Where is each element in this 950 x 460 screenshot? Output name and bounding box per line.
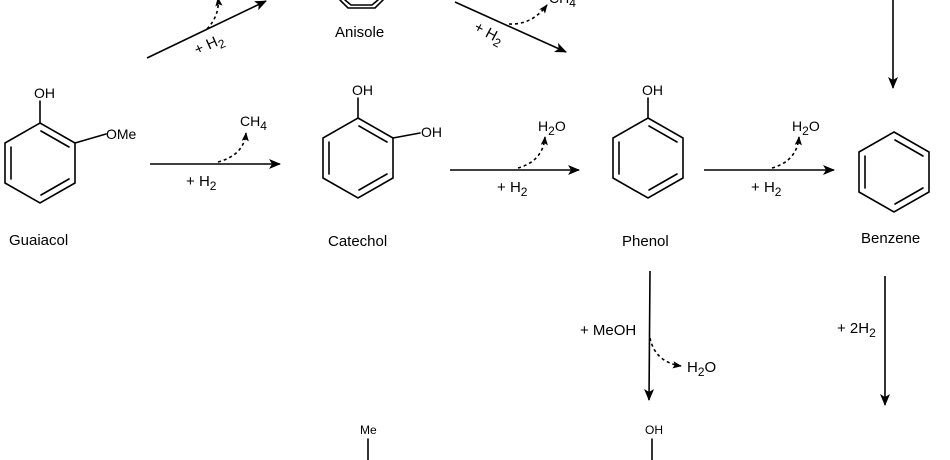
reagent-2h2: + 2H2 — [837, 320, 876, 340]
guaiacol-oh: OH — [34, 85, 55, 101]
methane-label: CH4 — [240, 113, 267, 133]
arrow-catechol-to-phenol: H2O + H2 — [450, 118, 580, 199]
catechol-oh-top: OH — [352, 82, 373, 98]
anisole-fragment — [339, 0, 384, 9]
catechol-oh-right: OH — [421, 124, 442, 140]
guaiacol-label: Guaiacol — [9, 232, 68, 249]
phenol-label: Phenol — [622, 233, 669, 250]
water-label-1: H2O — [538, 118, 566, 138]
bottom-oh-label: OH — [645, 423, 663, 437]
catechol-label: Catechol — [328, 233, 387, 250]
benzene-structure — [858, 131, 930, 213]
guaiacol-ome: OMe — [106, 126, 137, 142]
arrow-phenol-methylation: + MeOH H2O — [580, 270, 716, 401]
methane-label-top: CH4 — [549, 0, 576, 10]
bottom-me-label: Me — [360, 423, 377, 437]
anisole-label: Anisole — [335, 24, 384, 41]
arrow-anisole-to-phenol: CH4 + H2 — [454, 0, 576, 53]
arrow-benzene-hydrogenation: + 2H2 — [837, 276, 890, 406]
reagent-h2-top-right: + H2 — [470, 19, 507, 51]
arrow-guaiacol-to-catechol: CH4 + H2 — [150, 113, 281, 193]
catechol-structure — [322, 97, 421, 199]
water-label-2: H2O — [792, 118, 820, 138]
reagent-h2-top-left: + H2 — [192, 31, 228, 62]
reagent-h2-2: + H2 — [497, 179, 528, 199]
water-label-3: H2O — [687, 359, 716, 379]
benzene-label: Benzene — [861, 230, 920, 247]
reagent-meoh: + MeOH — [580, 322, 636, 339]
phenol-structure — [612, 97, 684, 199]
arrow-phenol-to-benzene: H2O + H2 — [704, 118, 835, 199]
guaiacol-structure — [4, 100, 107, 204]
phenol-oh: OH — [642, 82, 663, 98]
reagent-h2-3: + H2 — [751, 179, 782, 199]
reagent-h2-1: + H2 — [186, 173, 217, 193]
arrow-guaiacol-to-anisole: + H2 — [146, 0, 267, 62]
